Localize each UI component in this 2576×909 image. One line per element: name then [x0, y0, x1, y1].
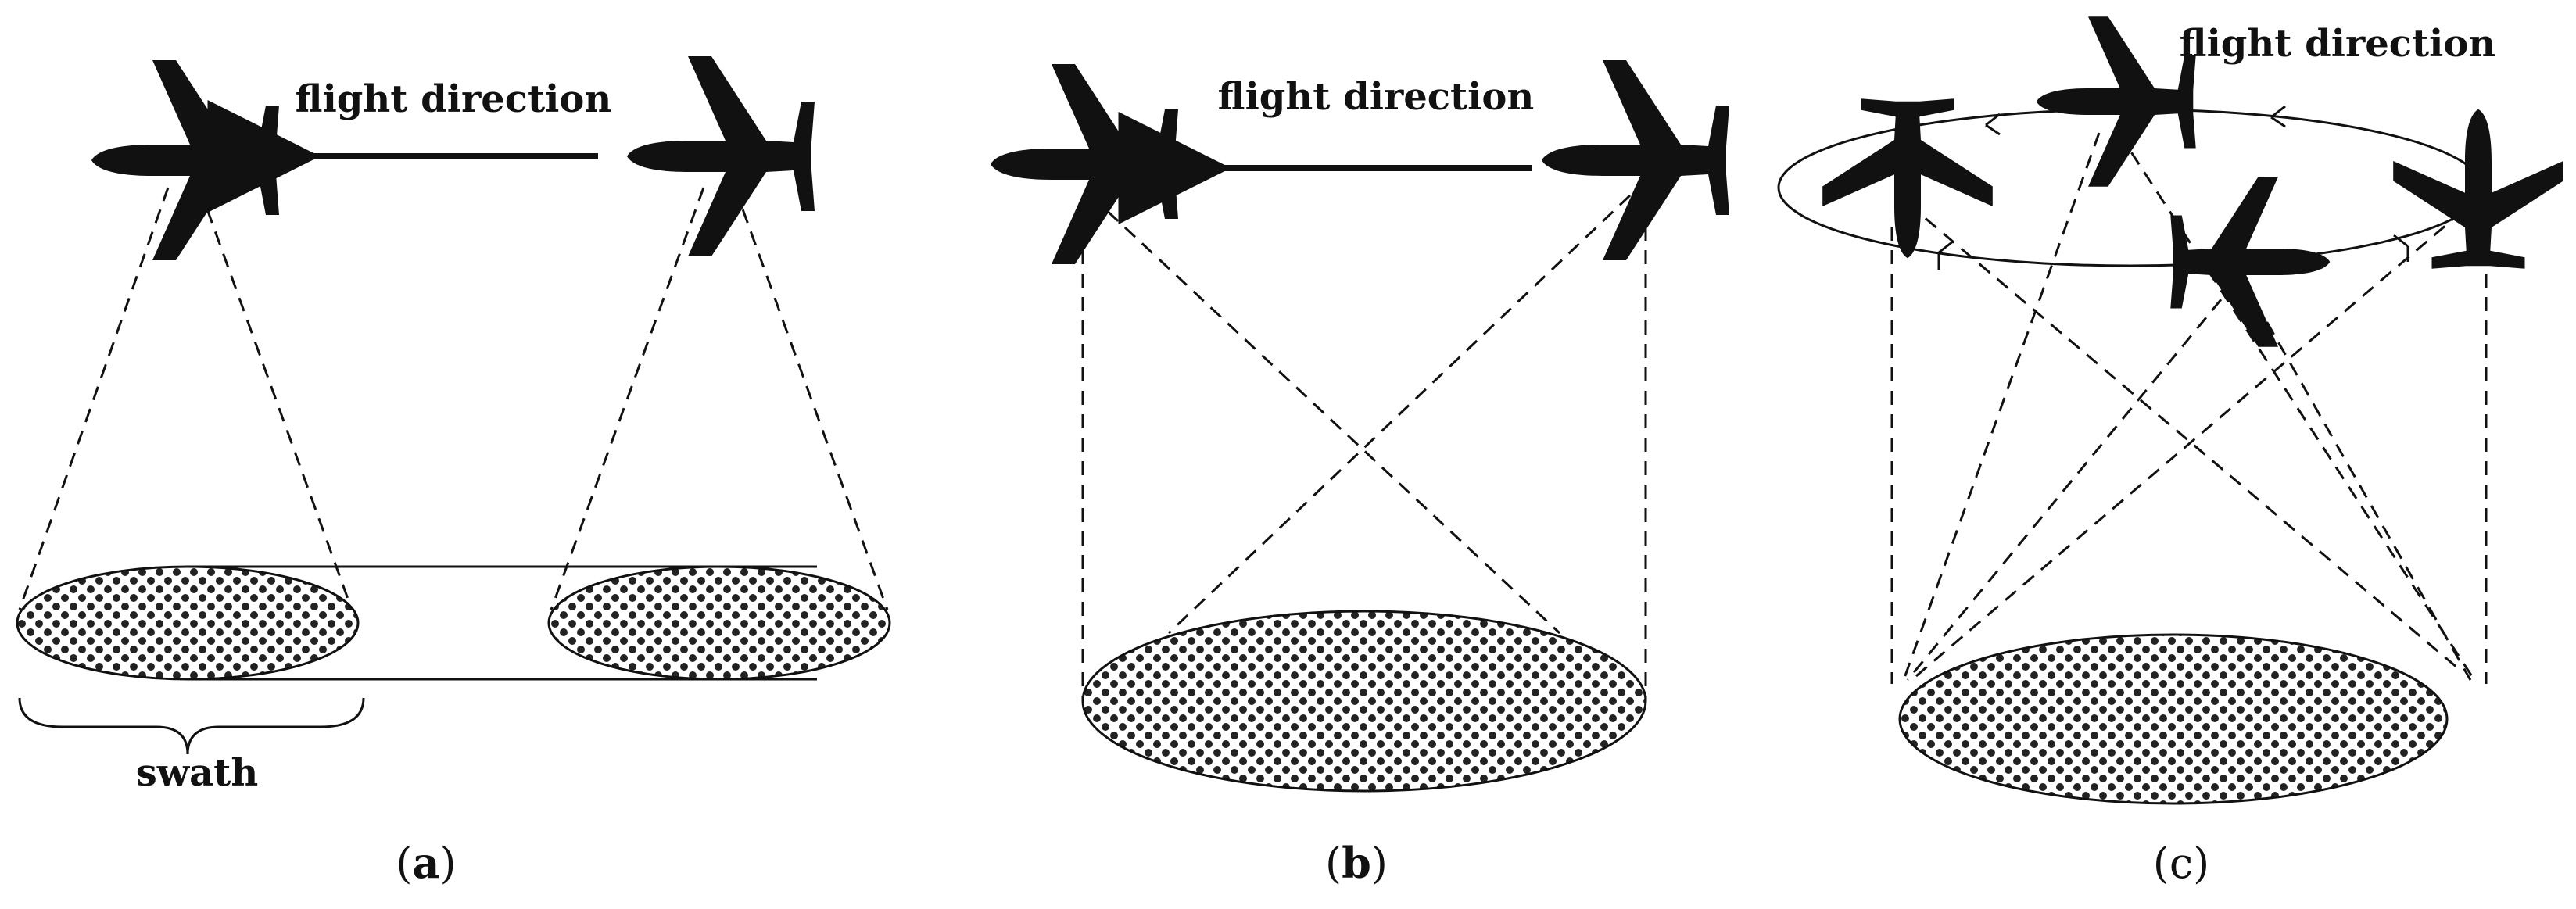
- caption-c: (c): [2153, 839, 2209, 888]
- panel-c: flight direction (c): [1777, 16, 2563, 888]
- flight-direction-label: flight direction: [1218, 75, 1535, 119]
- panel-a: flight direction swath (a): [16, 56, 891, 888]
- swath-label: swath: [136, 751, 259, 795]
- flight-direction-label: flight direction: [296, 77, 612, 121]
- flight-direction-label: flight direction: [2180, 22, 2496, 66]
- airplane-icon: [1822, 98, 1993, 259]
- footprint: [1081, 610, 1647, 793]
- airplane-icon: [2393, 109, 2563, 269]
- footprint: [1898, 633, 2449, 805]
- airplane-icon: [2170, 177, 2331, 347]
- swath-brace: [18, 697, 365, 755]
- panel-b: flight direction (b): [991, 60, 1729, 888]
- airplane-icon: [991, 64, 1178, 264]
- footprint: [547, 565, 891, 681]
- airplane-icon: [2036, 16, 2196, 187]
- caption-b: (b): [1325, 838, 1388, 888]
- caption-a: (a): [396, 838, 456, 888]
- airplane-icon: [627, 56, 815, 256]
- footprint: [16, 565, 360, 681]
- airplane-icon: [1542, 60, 1729, 260]
- airplane-icon: [91, 60, 279, 260]
